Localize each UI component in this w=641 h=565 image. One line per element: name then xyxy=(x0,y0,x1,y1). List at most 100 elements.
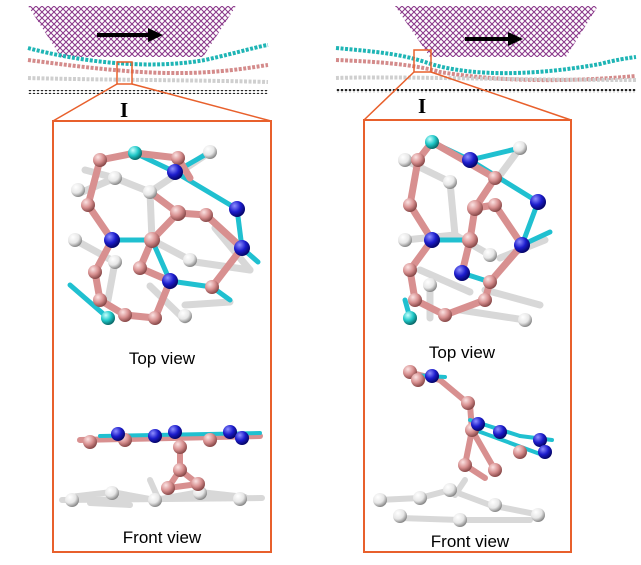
atom-cyan xyxy=(425,135,439,149)
atom-blue xyxy=(454,265,470,281)
atom-pink xyxy=(173,440,187,454)
tip-lattice xyxy=(395,6,598,57)
atom-blue xyxy=(493,425,507,439)
atom-blue xyxy=(229,201,245,217)
atom-white xyxy=(183,253,197,267)
atom-pink xyxy=(171,151,185,165)
atom-white xyxy=(413,491,427,505)
front-view-label: Front view xyxy=(123,528,202,547)
atom-pink xyxy=(133,261,147,275)
atom-blue xyxy=(514,237,530,253)
atom-white xyxy=(108,171,122,185)
atom-white xyxy=(65,493,79,507)
atom-white xyxy=(203,145,217,159)
right-panel: I xyxy=(335,6,637,553)
callout-leader xyxy=(131,83,272,122)
layer-pink xyxy=(27,58,269,76)
top-view-structure xyxy=(398,135,553,327)
callout-leader xyxy=(430,71,572,121)
atom-white xyxy=(233,492,247,506)
atom-white xyxy=(71,183,85,197)
atom-pink xyxy=(83,435,97,449)
atom-white xyxy=(393,509,407,523)
atom-pink xyxy=(203,433,217,447)
atom-blue xyxy=(111,427,125,441)
top-view-label: Top view xyxy=(429,343,496,362)
defect-marker: I xyxy=(120,98,128,122)
layer-white xyxy=(27,76,269,84)
atom-white xyxy=(443,483,457,497)
callout-leader xyxy=(52,83,118,122)
atom-white xyxy=(178,309,192,323)
atom-pink xyxy=(408,293,422,307)
defect-marker: I xyxy=(418,94,426,118)
sliding-direction-arrow xyxy=(97,28,163,42)
atom-pink xyxy=(93,153,107,167)
atom-pink xyxy=(403,263,417,277)
atom-pink xyxy=(118,308,132,322)
defect-callout-box xyxy=(413,49,432,73)
defect-callout-box xyxy=(116,61,133,85)
atom-blue xyxy=(234,240,250,256)
atom-pink xyxy=(199,208,213,222)
front-view-structure xyxy=(373,365,554,527)
atom-pink xyxy=(81,198,95,212)
front-view-structure xyxy=(59,425,265,508)
front-view-label: Front view xyxy=(431,532,510,551)
atom-blue xyxy=(235,431,249,445)
atom-white xyxy=(453,513,467,527)
atom-white xyxy=(443,175,457,189)
zoom-frame xyxy=(363,119,572,553)
atom-pink xyxy=(148,311,162,325)
atom-white xyxy=(148,493,162,507)
substrate-layer xyxy=(28,90,268,94)
atom-white xyxy=(105,486,119,500)
layer-pink xyxy=(335,58,637,83)
atom-blue xyxy=(104,232,120,248)
top-view-structure xyxy=(67,145,261,325)
layer-white xyxy=(335,75,637,82)
atom-pink xyxy=(488,463,502,477)
layer-cyan xyxy=(335,46,637,76)
callout-leader xyxy=(363,71,415,121)
atom-blue xyxy=(462,152,478,168)
atom-blue xyxy=(148,429,162,443)
atom-white xyxy=(531,508,545,522)
atoms xyxy=(68,145,250,325)
atom-cyan xyxy=(101,311,115,325)
atom-blue xyxy=(538,445,552,459)
left-panel: I xyxy=(27,6,272,553)
atom-white xyxy=(398,153,412,167)
layer-cyan xyxy=(27,43,269,67)
atom-pink xyxy=(144,232,160,248)
atom-pink xyxy=(467,200,483,216)
atom-white xyxy=(518,313,532,327)
atom-white xyxy=(423,278,437,292)
atom-white xyxy=(68,233,82,247)
atom-pink xyxy=(161,481,175,495)
atom-blue xyxy=(167,164,183,180)
atom-white xyxy=(143,185,157,199)
atom-blue xyxy=(424,232,440,248)
atom-blue xyxy=(162,273,178,289)
atom-pink xyxy=(93,293,107,307)
right-overview: I xyxy=(335,6,637,118)
atom-pink xyxy=(458,458,472,472)
atom-pink xyxy=(170,205,186,221)
atom-pink xyxy=(173,463,187,477)
atom-pink xyxy=(411,153,425,167)
atom-white xyxy=(398,233,412,247)
atom-cyan xyxy=(128,146,142,160)
atom-white xyxy=(373,493,387,507)
atom-blue xyxy=(223,425,237,439)
atom-pink xyxy=(488,198,502,212)
top-view-label: Top view xyxy=(129,349,196,368)
atom-pink xyxy=(205,280,219,294)
atom-white xyxy=(513,141,527,155)
atom-pink xyxy=(462,232,478,248)
atom-white xyxy=(108,255,122,269)
atom-white xyxy=(488,498,502,512)
atom-pink xyxy=(478,293,492,307)
atom-blue xyxy=(471,417,485,431)
